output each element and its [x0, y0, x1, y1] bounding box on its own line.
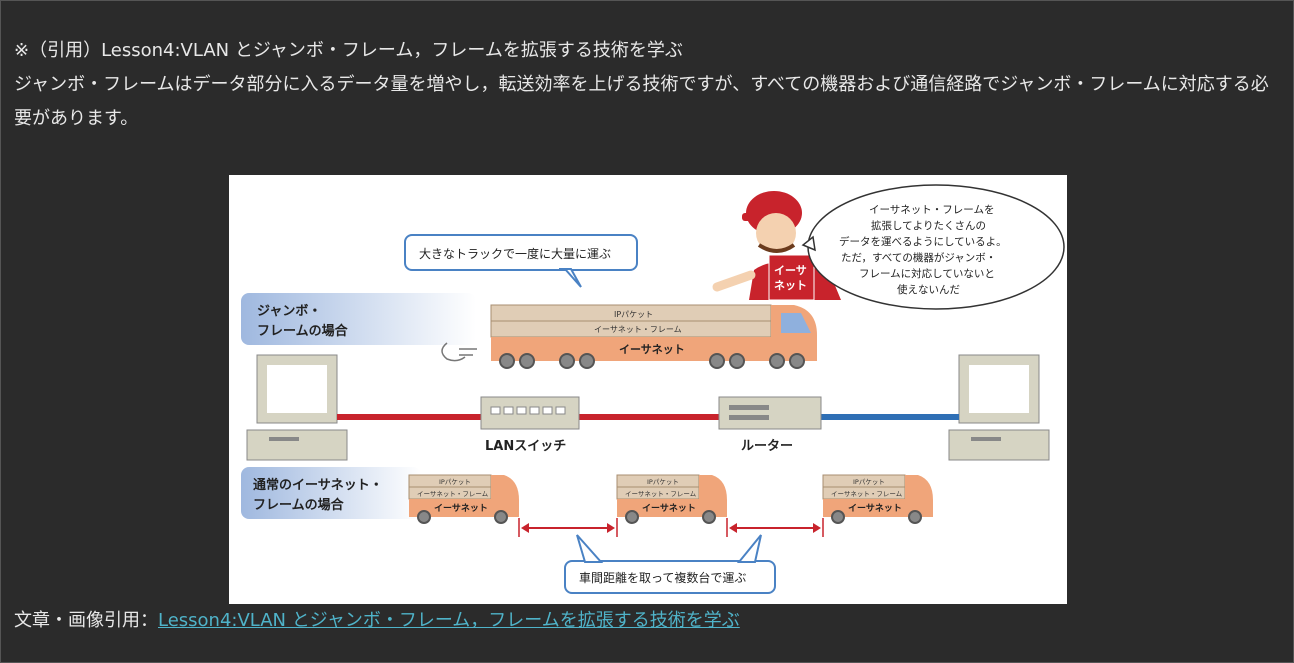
apron-text-1: イーサ: [774, 264, 807, 277]
jumbo-cargo-bottom: イーサネット・フレーム: [594, 325, 682, 334]
small-truck-2: IPパケット イーサネット・フレーム イーサネット: [616, 474, 727, 524]
quote-body: ジャンボ・フレームはデータ部分に入るデータ量を増やし，転送効率を上げる技術ですが…: [14, 74, 1269, 129]
speech-line-5: フレームに対応していないと: [859, 267, 995, 280]
jumbo-label-line2: フレームの場合: [257, 323, 349, 339]
left-pc-icon: [246, 354, 348, 461]
router-icon: [718, 396, 822, 430]
credit-link[interactable]: Lesson4:VLAN とジャンボ・フレーム，フレームを拡張する技術を学ぶ: [158, 610, 740, 631]
quote-block: ※（引用）Lesson4:VLAN とジャンボ・フレーム，フレームを拡張する技術…: [14, 34, 1282, 136]
many-trucks-callout: 車間距離を取って複数台で運ぶ: [564, 534, 776, 594]
speech-bubble: イーサネット・フレームを 拡張してよりたくさんの データを運べるようにしているよ…: [801, 184, 1065, 310]
jumbo-truck: IPパケット イーサネット・フレーム イーサネット: [441, 304, 817, 369]
credit-prefix: 文章・画像引用：: [14, 610, 158, 631]
lan-switch-icon: [480, 396, 580, 430]
big-truck-callout-text: 大きなトラックで一度に大量に運ぶ: [419, 246, 611, 261]
speech-line-4: ただ，すべての機器がジャンボ・: [841, 251, 996, 264]
normal-frame-label: 通常のイーサネット・ フレームの場合: [241, 467, 421, 519]
many-trucks-callout-text: 車間距離を取って複数台で運ぶ: [579, 570, 746, 585]
quote-heading: ※（引用）Lesson4:VLAN とジャンボ・フレーム，フレームを拡張する技術…: [14, 40, 683, 61]
jumbo-frame-label: ジャンボ・ フレームの場合: [241, 293, 476, 345]
normal-label-line2: フレームの場合: [253, 497, 345, 513]
small-truck-2-label: イーサネット: [642, 503, 696, 514]
speech-line-1: イーサネット・フレームを: [869, 204, 994, 216]
apron-text-2: ネット: [774, 279, 807, 292]
small-truck-1-label: イーサネット: [434, 503, 488, 514]
small-truck-1-cargo-bottom: イーサネット・フレーム: [417, 490, 489, 498]
spacing-arrow-1: [518, 518, 618, 537]
small-truck-3-label: イーサネット: [848, 503, 902, 514]
big-truck-callout: 大きなトラックで一度に大量に運ぶ: [404, 234, 638, 288]
lan-switch-label: LANスイッチ: [485, 439, 566, 454]
small-truck-1: IPパケット イーサネット・フレーム イーサネット: [408, 474, 519, 524]
jumbo-label-line1: ジャンボ・: [257, 303, 321, 319]
jumbo-cargo-top: IPパケット: [614, 310, 653, 319]
jumbo-frame-illustration: ジャンボ・ フレームの場合 大きなトラックで一度に大量に運ぶ イーサ ネット イ…: [229, 175, 1067, 604]
small-truck-2-cargo-top: IPパケット: [647, 478, 679, 486]
right-pc-icon: [948, 354, 1050, 461]
small-truck-3-cargo-top: IPパケット: [853, 478, 885, 486]
speech-line-6: 使えないんだ: [897, 283, 960, 296]
small-truck-2-cargo-bottom: イーサネット・フレーム: [625, 490, 697, 498]
spacing-arrow-2: [726, 518, 824, 537]
speech-line-2: 拡張してよりたくさんの: [871, 219, 986, 232]
small-truck-3-cargo-bottom: イーサネット・フレーム: [831, 490, 903, 498]
normal-label-line1: 通常のイーサネット・: [253, 477, 383, 493]
image-credit: 文章・画像引用：Lesson4:VLAN とジャンボ・フレーム，フレームを拡張す…: [14, 606, 740, 636]
small-truck-1-cargo-top: IPパケット: [439, 478, 471, 486]
router-label: ルーター: [741, 439, 793, 454]
speech-line-3: データを運べるようにしているよ。: [839, 235, 1007, 248]
jumbo-truck-label: イーサネット: [619, 343, 685, 356]
small-truck-3: IPパケット イーサネット・フレーム イーサネット: [822, 474, 933, 524]
